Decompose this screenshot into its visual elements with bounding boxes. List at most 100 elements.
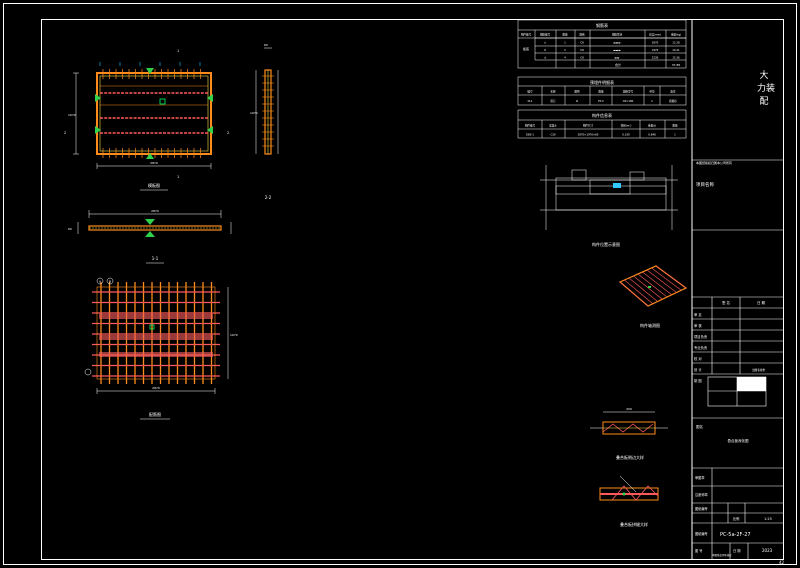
drawing-number: PC-5a-2F-27	[720, 532, 751, 538]
embedded-table-cell: M-1	[528, 99, 533, 103]
rebar-table-cell: ▬▬	[615, 57, 620, 60]
stamp-fill	[737, 377, 766, 391]
plan-width-dim: 2870	[150, 161, 158, 165]
role-label: 设 计	[694, 367, 702, 372]
component-table-cell: 0.339	[622, 133, 630, 137]
rebar-table-cell: C8	[580, 56, 584, 60]
rebar-table-cell: ③	[544, 57, 547, 60]
project-label: 项目名称	[696, 181, 714, 188]
drawing-number-label: 图纸编号	[695, 531, 708, 536]
role-label: 审 核	[694, 323, 702, 328]
sheet-frame	[3, 3, 797, 565]
rebar-table-cell: 2230	[652, 56, 659, 60]
embedded-table-cell: ☒	[576, 100, 579, 103]
component-table-cell: C30	[550, 133, 555, 137]
rebar-table-cell: 1	[564, 41, 566, 45]
usage-note: 本图纸仅用于施工	[712, 553, 733, 557]
embedded-table-header: 图例	[574, 90, 580, 94]
embedded-table-header: 备注	[670, 90, 676, 94]
detail-width-dim: 200	[626, 407, 632, 411]
rebar-table-header: 数量	[562, 33, 568, 37]
section-1-1: 2870 60 1-1	[68, 209, 232, 264]
side-height-dim: 1970	[250, 111, 258, 115]
axis-a-bubble	[96, 277, 104, 285]
embedded-table-cell: 吊钉	[550, 99, 556, 103]
rebar-table-cell: ▬▬▬	[613, 49, 621, 52]
date-col-header: 日 期	[757, 300, 766, 305]
component-table-cell: 1	[674, 133, 676, 137]
rebar-plan-label: 配筋图	[149, 411, 161, 417]
drawing-title: 叠合板深化图	[728, 438, 749, 443]
rebar-table-header: 钢筋编号	[540, 33, 551, 37]
isometric-view	[618, 265, 688, 307]
scale-label: 比例	[733, 516, 739, 521]
rebar-table-cell: 10.21	[672, 48, 680, 52]
section-mark-1b: 1	[177, 175, 179, 179]
detail-2-label: 叠合板拼缝大样	[620, 521, 648, 527]
rebar-table-cell: 2870	[652, 41, 659, 45]
axis-a: A	[99, 280, 102, 284]
role-label: 校 对	[694, 356, 702, 361]
section-width-dim: 2870	[151, 209, 159, 213]
embedded-table-header: 编号	[527, 90, 533, 94]
seal-label: 注册师章	[695, 492, 709, 497]
role-label: 项目负责	[694, 334, 708, 339]
lifting-insert-mark	[159, 98, 166, 105]
plan-height-dim: 1970	[68, 113, 76, 117]
detail-joint: 叠合板拼缝大样	[599, 475, 659, 527]
component-table-header: 重量(t)	[648, 124, 656, 128]
component-table-header: 体积(m³)	[621, 124, 632, 128]
stamp-label: 出图专用章	[752, 368, 765, 372]
rebar-table-header: 构件编号	[521, 33, 532, 37]
section-1-1-label: 1-1	[152, 256, 159, 261]
company-name-line3: 配	[759, 96, 768, 107]
component-table-header: 构件尺寸	[583, 124, 594, 128]
sheet-label: 图 号	[695, 548, 702, 553]
detail-1-label: 叠合板侧边大样	[616, 454, 644, 460]
detail-side-edge: 200 叠合板侧边大样	[590, 407, 668, 460]
plan-view-label: 模板图	[148, 182, 160, 188]
rebar-table-cell: 2	[564, 48, 566, 52]
component-table-header: 数量	[672, 124, 678, 128]
embedded-table-cell: PT-C	[598, 99, 604, 103]
rebar-table-cell: ②	[544, 49, 547, 52]
role-label: 制 图	[694, 378, 702, 383]
component-table-cell: 0.848	[648, 133, 656, 137]
component-table-header: 混凝土	[549, 124, 557, 128]
section-height-dim: 60	[68, 227, 72, 231]
rebar-table-header: 规格	[579, 33, 585, 37]
sheet-no-label: 图纸编号	[695, 506, 708, 511]
company-name-line1: 大	[759, 69, 768, 81]
embedded-table-cell: 1	[651, 99, 653, 103]
embedded-table-header: 名称	[550, 90, 556, 94]
role-label: 专业负责	[694, 345, 708, 350]
axis-b-bubble	[106, 277, 114, 285]
title-block	[692, 159, 783, 559]
embedded-table-cell: 按图示	[669, 99, 677, 103]
drawing-title-label: 图名	[696, 424, 703, 429]
section-2-2-label: 2-2	[265, 195, 272, 200]
section-marker-triangle	[146, 68, 154, 74]
component-table-title: 构件信息表	[592, 112, 612, 118]
scale-value: 1:25	[764, 517, 772, 521]
rebar-total-value: 37.85	[672, 63, 681, 67]
key-plan-label: 构件位置示意图	[592, 241, 620, 247]
rebar-table-cell: 15.36	[672, 56, 680, 60]
rebar-group-label: 板底	[523, 46, 529, 51]
copyright-note: 本图纸版权归属本公司所有	[696, 160, 732, 165]
side-thick-dim: 60	[264, 43, 268, 47]
rebar-height-dim: 1970	[230, 333, 238, 337]
section-mark-1: 1	[177, 49, 179, 53]
component-table-cell: DBS-1	[526, 133, 534, 137]
date-value: 2023	[762, 548, 773, 553]
rebar-table-title: 钢筋表	[596, 22, 608, 28]
embedded-table-header: 单位	[649, 90, 655, 94]
rebar-table-cell: C8	[580, 48, 584, 52]
section-mark-2b: 2	[227, 131, 229, 135]
embedded-table-header: 数量	[598, 90, 604, 94]
